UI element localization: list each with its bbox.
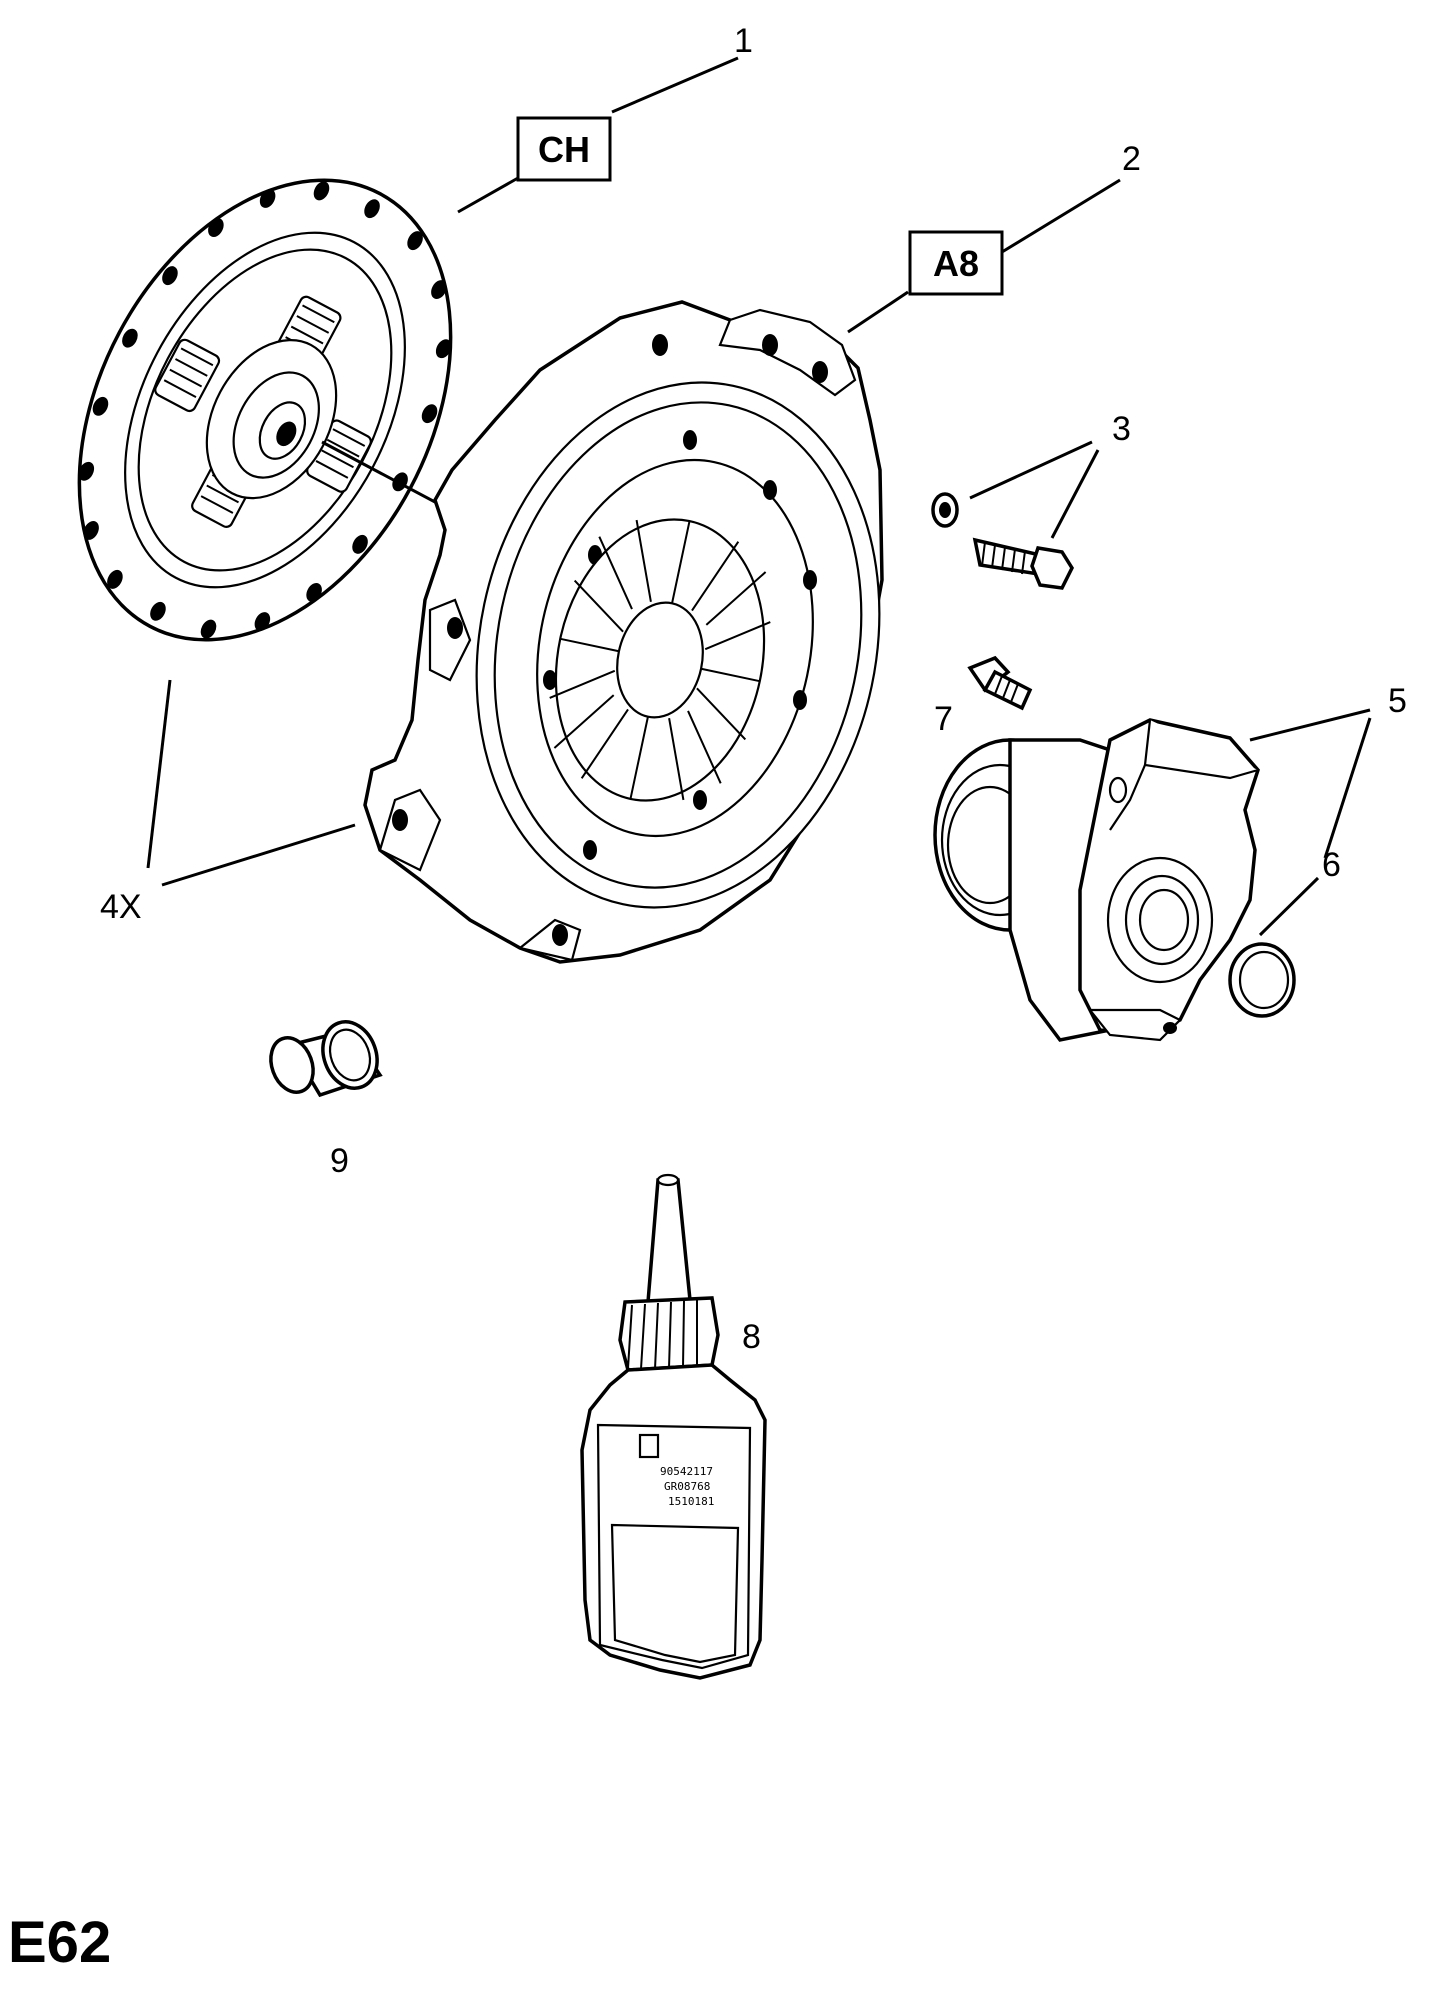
page-code: E62	[8, 1910, 111, 1975]
bottle-label-line-1: 90542117	[660, 1465, 713, 1478]
callout-8: 8	[742, 1318, 761, 1356]
callout-4x: 4X	[100, 888, 142, 926]
bottle-label-line-3: 1510181	[668, 1495, 714, 1508]
bottle-label-line-2: GR08768	[664, 1480, 710, 1493]
fluid-bottle: 90542117 GR08768 1510181	[580, 1173, 767, 1680]
callout-5: 5	[1388, 682, 1407, 720]
screw	[967, 655, 1033, 711]
leader-lines	[146, 56, 1372, 937]
svg-text:A8: A8	[933, 243, 979, 284]
callout-9: 9	[330, 1142, 349, 1180]
callout-1: 1	[734, 22, 753, 60]
disc-rivet-holes	[78, 181, 452, 639]
callout-6: 6	[1322, 846, 1341, 884]
diaphragm-spring	[549, 518, 771, 802]
bolt-with-washer	[931, 492, 1075, 590]
concentric-slave-cylinder	[933, 718, 1260, 1042]
callout-3: 3	[1112, 410, 1131, 448]
callout-7: 7	[934, 700, 953, 738]
clutch-disc	[77, 178, 453, 642]
callout-box-a8: A8	[908, 230, 1004, 296]
pilot-bushing	[269, 1020, 383, 1098]
svg-text:CH: CH	[538, 129, 590, 170]
callout-2: 2	[1122, 140, 1141, 178]
callout-box-ch: CH	[516, 116, 612, 182]
pressure-plate	[363, 300, 884, 964]
o-ring	[1228, 942, 1296, 1018]
